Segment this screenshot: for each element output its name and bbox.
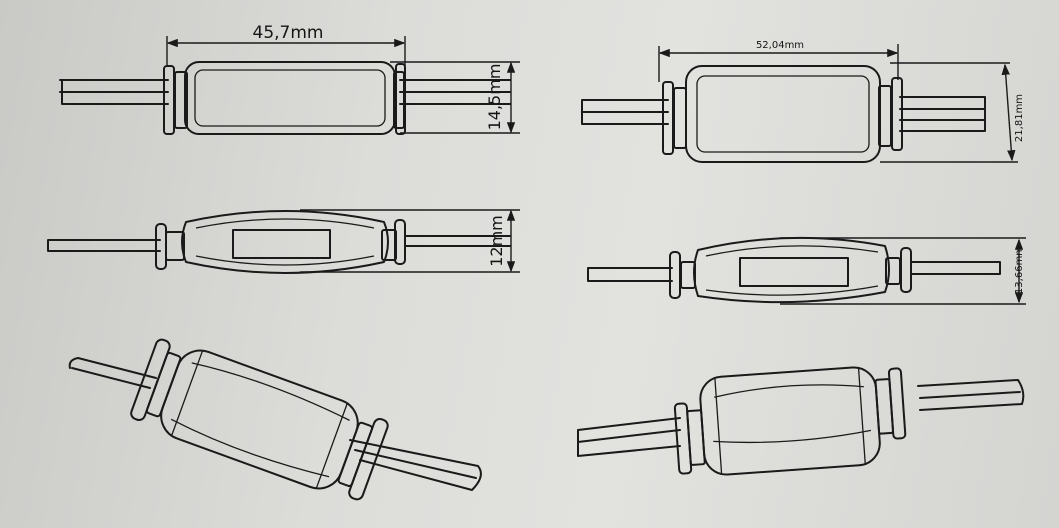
connector-top-view-small: 45,7mm 14,5mm — [59, 23, 520, 135]
height-dimension-label: 21,81mm — [1014, 94, 1025, 142]
connector-top-view-large: 52,04mm 21,81mm — [581, 40, 1025, 163]
height-dimension-label: 14,5mm — [485, 64, 504, 131]
length-dimension-label: 45,7mm — [253, 23, 324, 43]
connector-isometric-view-left — [68, 338, 482, 501]
length-dimension-label: 52,04mm — [756, 40, 804, 51]
connector-isometric-view-right — [577, 366, 1025, 476]
thickness-dimension-label: 13,66mm — [1014, 246, 1025, 294]
connector-side-view-small: 12mm — [47, 209, 520, 274]
connector-side-view-large: 13,66mm — [587, 236, 1026, 305]
thickness-dimension-label: 12mm — [487, 215, 506, 267]
